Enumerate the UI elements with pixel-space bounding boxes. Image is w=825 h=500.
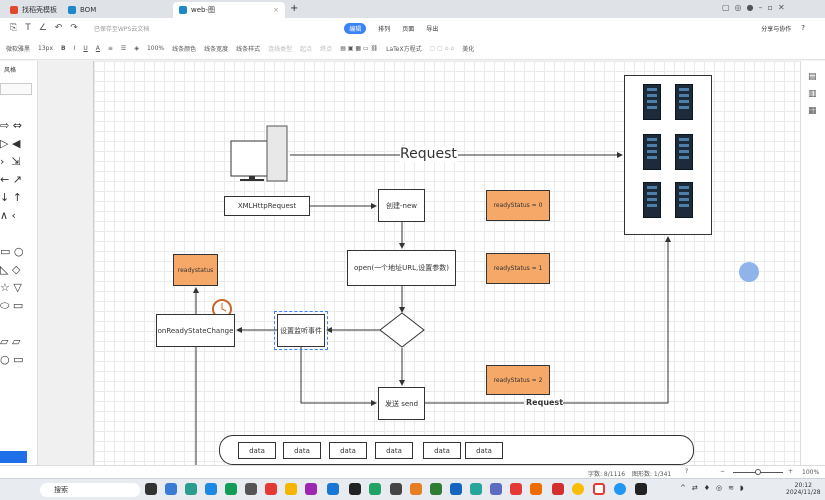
- line-width-button[interactable]: 线条宽度: [204, 46, 229, 53]
- underline-button[interactable]: U: [83, 45, 88, 52]
- search-label: 搜索: [54, 486, 68, 494]
- app-icon[interactable]: [510, 483, 522, 495]
- font-size-select[interactable]: 13px: [38, 45, 54, 52]
- tab-template[interactable]: 找稻壳模板: [4, 2, 63, 18]
- font-select[interactable]: 微软雅黑: [6, 46, 31, 53]
- connector-type-button[interactable]: 连线类型: [268, 46, 293, 53]
- menu-arrange[interactable]: 排列: [378, 25, 391, 33]
- wps-icon[interactable]: [593, 483, 605, 495]
- doc-icon: [10, 6, 18, 14]
- zoom-select[interactable]: 100%: [146, 45, 165, 52]
- app-icon[interactable]: [165, 483, 177, 495]
- panel-title: 风格: [4, 67, 17, 74]
- terminal-icon[interactable]: [635, 483, 647, 495]
- tab-bar: 找稻壳模板 BOM web-图 × + ▢◎●–▫✕: [0, 0, 825, 18]
- tab-web[interactable]: web-图 ×: [173, 2, 285, 18]
- more-shapes-button[interactable]: [0, 451, 27, 463]
- app-icon[interactable]: [285, 483, 297, 495]
- shape-library: 风格 ⇨ ⇔ ▷ ◀ › ⇲ ← ↗ ↓ ↑ ∧ ‹ ▭ ○ ◺ ◇ ☆ ▽ ⬭…: [0, 61, 38, 465]
- latex-button[interactable]: LaTeX方程式: [386, 46, 422, 53]
- quick-tools-icons[interactable]: ⎘T∠↶↷: [10, 23, 86, 33]
- help-icon[interactable]: ?: [685, 468, 689, 475]
- time: 20:12: [794, 482, 812, 489]
- help-button[interactable]: ?: [801, 24, 805, 32]
- app-icon[interactable]: [410, 483, 422, 495]
- new-tab-icon[interactable]: +: [290, 3, 299, 14]
- line-color-button[interactable]: 线条颜色: [172, 46, 197, 53]
- line-spacing-icon[interactable]: ☰: [120, 45, 127, 52]
- system-tray-icons[interactable]: ^⇄♦◎≋◗: [680, 484, 750, 492]
- app-icon[interactable]: [470, 483, 482, 495]
- shape-count: 图形数: 1/341: [632, 471, 672, 478]
- italic-button[interactable]: I: [73, 45, 76, 52]
- window-controls[interactable]: ▢◎●–▫✕: [722, 3, 790, 12]
- doc-icon: [179, 6, 187, 14]
- tab-label: web-图: [191, 6, 216, 14]
- app-icon[interactable]: [430, 483, 442, 495]
- fill-icon[interactable]: ◈: [134, 45, 139, 52]
- close-tab-icon[interactable]: ×: [273, 6, 279, 14]
- beautify-button[interactable]: 美化: [462, 46, 475, 53]
- canvas[interactable]: [39, 61, 800, 465]
- zoom-level: 100%: [802, 469, 820, 476]
- date: 2024/11/28: [786, 489, 821, 496]
- app-icon[interactable]: [349, 483, 361, 495]
- app-icon[interactable]: [450, 483, 462, 495]
- doc-icon: [68, 6, 76, 14]
- zoom-out-button[interactable]: −: [720, 468, 726, 475]
- menu-edit[interactable]: 编辑: [344, 22, 367, 34]
- right-panel: ▤▥▦: [800, 61, 825, 465]
- right-panel-icons[interactable]: ▤▥▦: [808, 72, 817, 116]
- share-button[interactable]: 分享与协作: [761, 25, 792, 33]
- bold-button[interactable]: B: [61, 45, 66, 52]
- app-icon[interactable]: [185, 483, 197, 495]
- app-icon[interactable]: [490, 483, 502, 495]
- app-icon[interactable]: [265, 483, 277, 495]
- status-bar: 字数: 8/1116 图形数: 1/341 ? − + 100%: [0, 465, 825, 478]
- shape-icons[interactable]: ⇨ ⇔ ▷ ◀ › ⇲ ← ↗ ↓ ↑ ∧ ‹ ▭ ○ ◺ ◇ ☆ ▽ ⬭ ▭ …: [0, 119, 24, 366]
- app-icon[interactable]: [305, 483, 317, 495]
- lock-icons[interactable]: ▢ ▢ ⌂ ⌂: [429, 45, 455, 52]
- app-icon[interactable]: [245, 483, 257, 495]
- taskbar-search[interactable]: 搜索: [40, 483, 140, 497]
- app-icon[interactable]: [390, 483, 402, 495]
- tab-label: 找稻壳模板: [22, 6, 57, 14]
- app-icon[interactable]: [552, 483, 564, 495]
- app-icon[interactable]: [205, 483, 217, 495]
- app-icon[interactable]: [225, 483, 237, 495]
- line-style-button[interactable]: 线条样式: [236, 46, 261, 53]
- page: [93, 61, 800, 465]
- tab-label: BOM: [80, 6, 97, 14]
- start-arrow-button[interactable]: 起点: [300, 46, 313, 53]
- shape-search[interactable]: [0, 83, 32, 95]
- layout-icons[interactable]: ▤ ▣ ▦ ▭ ⛓: [340, 45, 379, 52]
- menu-bar: ⎘T∠↶↷ 已保存至WPS云文档 编辑 排列 页面 导出 分享与协作 ?: [0, 18, 825, 38]
- menu-page[interactable]: 页面: [402, 25, 415, 33]
- menu-export[interactable]: 导出: [426, 25, 439, 33]
- chrome-icon[interactable]: [572, 483, 584, 495]
- app-icon[interactable]: [145, 483, 157, 495]
- format-toolbar: 微软雅黑 13px B I U A ≡ ☰ ◈ 100% 线条颜色 线条宽度 线…: [0, 38, 825, 60]
- zoom-slider-handle[interactable]: [755, 469, 761, 475]
- app-icon[interactable]: [530, 483, 542, 495]
- align-icon[interactable]: ≡: [107, 45, 113, 52]
- end-arrow-button[interactable]: 终点: [320, 46, 333, 53]
- zoom-in-button[interactable]: +: [788, 468, 794, 475]
- tab-bom[interactable]: BOM: [62, 2, 102, 18]
- text-color-button[interactable]: A: [95, 45, 100, 52]
- app-icon[interactable]: [614, 483, 626, 495]
- app-icon[interactable]: [369, 483, 381, 495]
- vscode-icon[interactable]: [327, 483, 339, 495]
- save-status: 已保存至WPS云文档: [93, 25, 150, 33]
- word-count: 字数: 8/1116: [588, 471, 626, 478]
